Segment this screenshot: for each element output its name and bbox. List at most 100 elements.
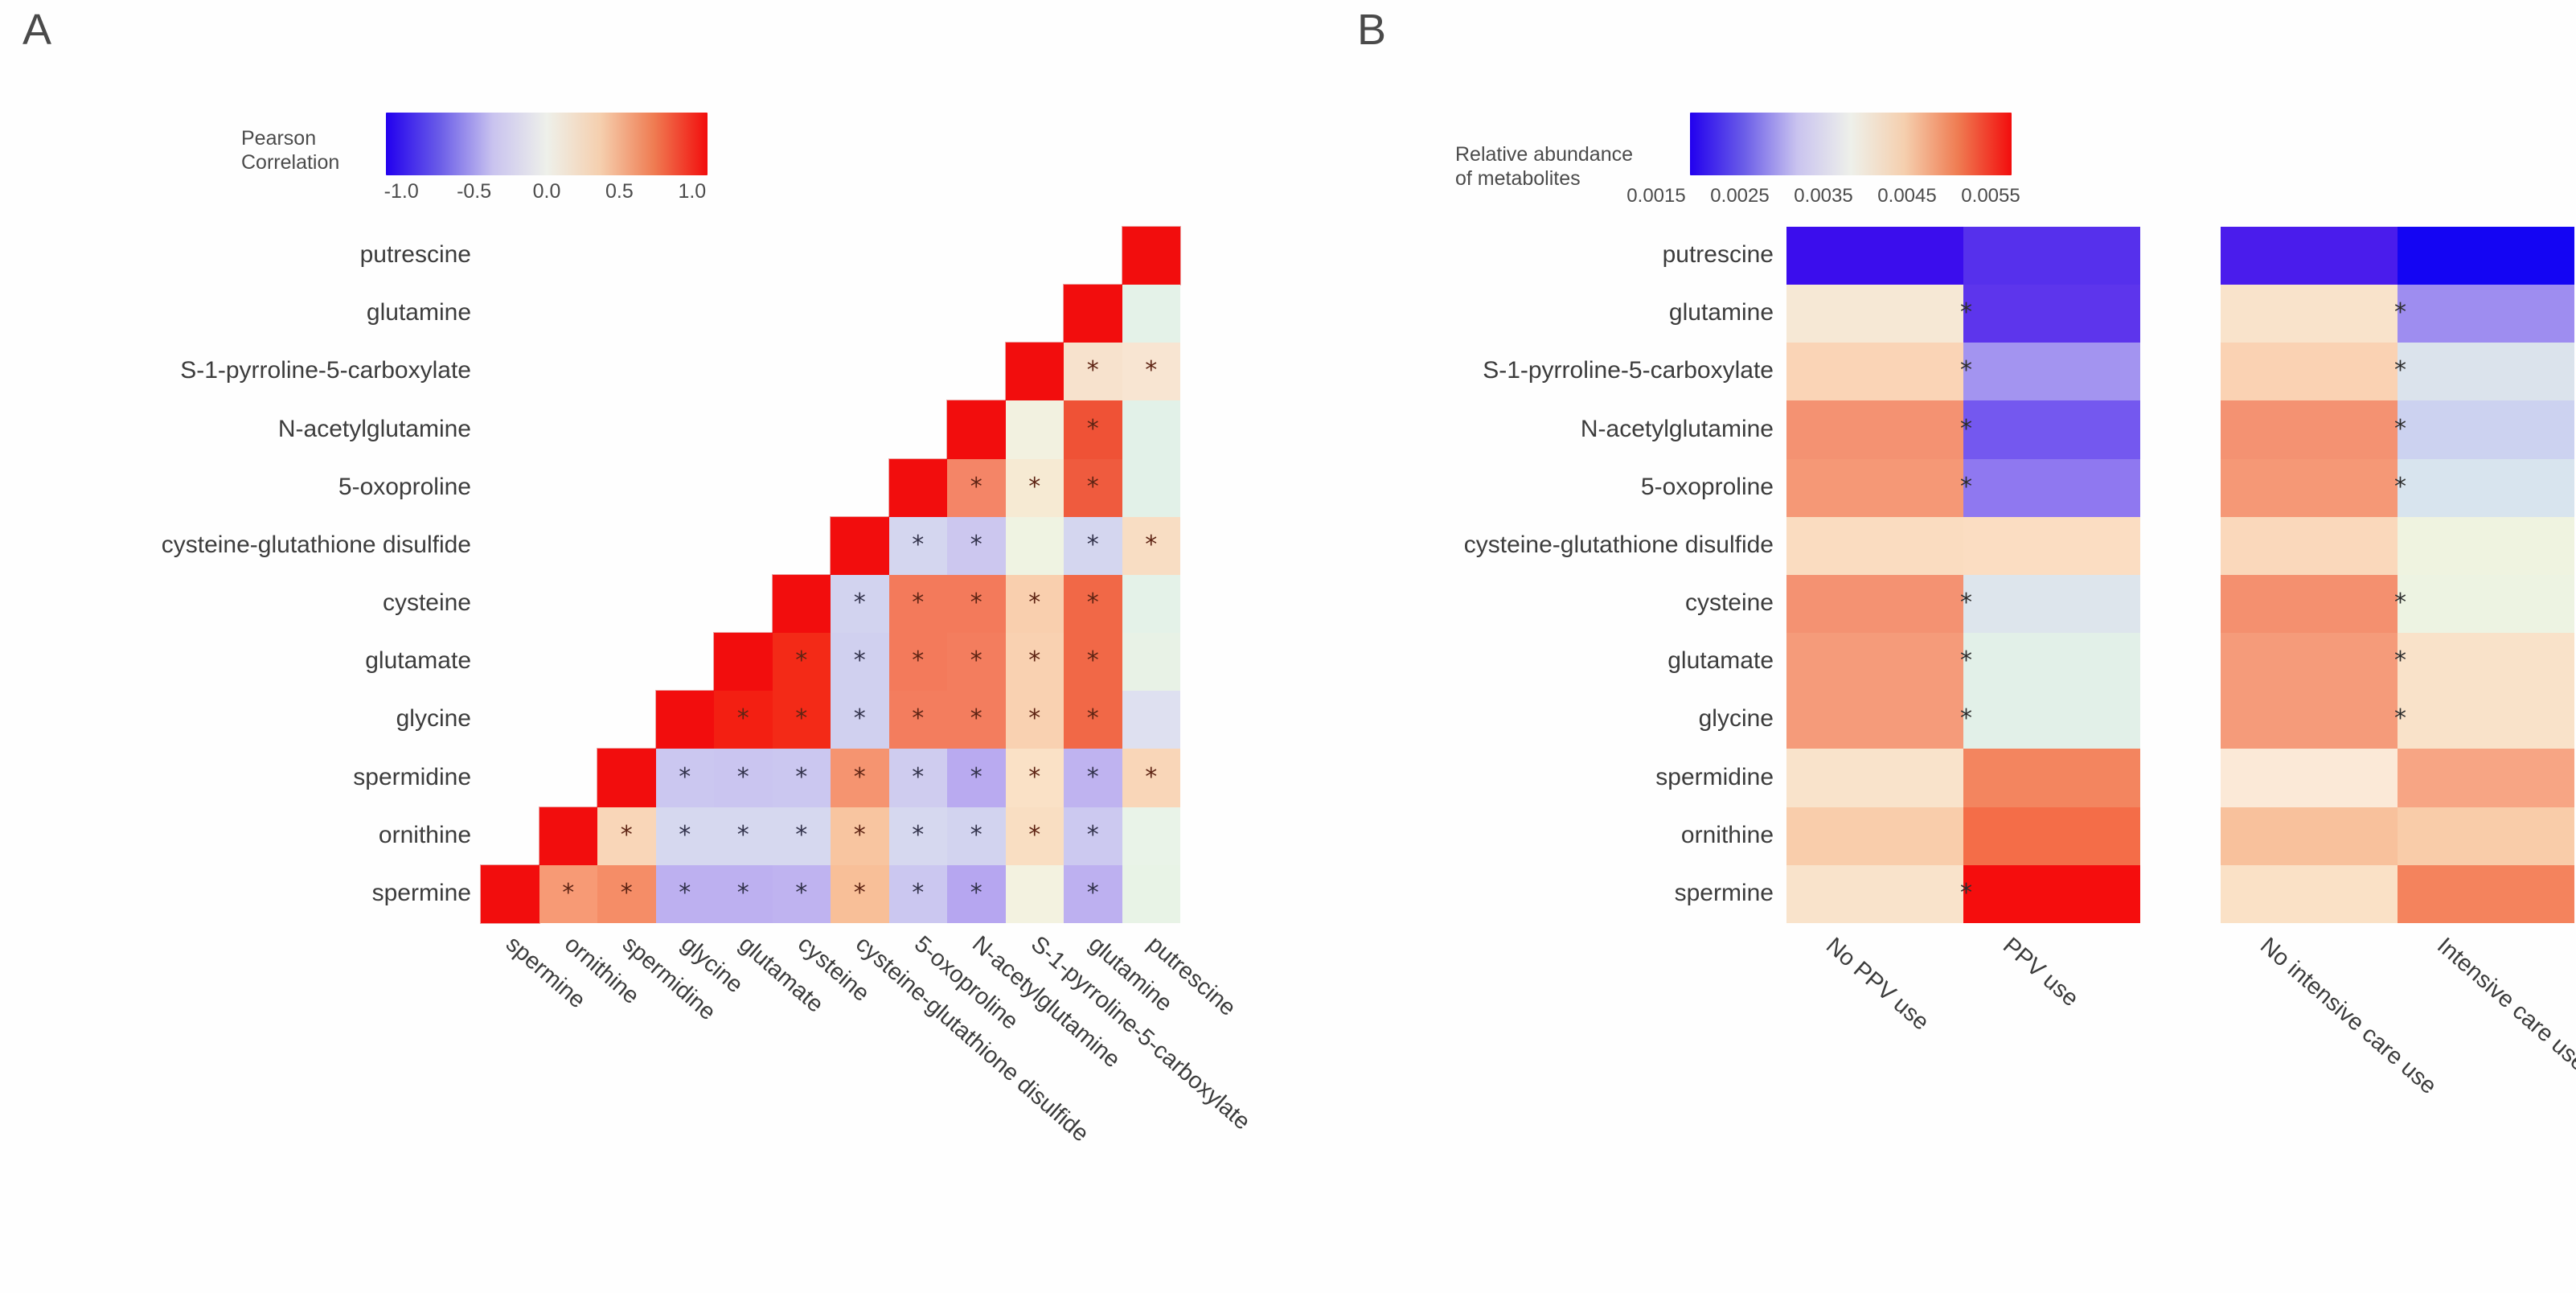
abundance-heatmap-ppv[interactable]: ******** [1786,227,2140,923]
heatmap-cell[interactable]: * [2221,458,2406,517]
matrix-cell[interactable]: * [1064,864,1122,923]
matrix-cell[interactable] [713,632,773,692]
matrix-cell[interactable]: * [655,749,714,807]
heatmap-cell[interactable] [2398,864,2574,923]
matrix-cell[interactable]: * [831,749,889,807]
heatmap-cell[interactable] [1963,574,2140,634]
matrix-cell[interactable]: * [947,574,1006,634]
matrix-cell[interactable]: * [888,633,947,692]
matrix-cell[interactable] [1004,342,1064,402]
matrix-cell[interactable] [1122,864,1180,923]
matrix-cell[interactable] [1122,458,1180,517]
heatmap-cell[interactable] [1963,343,2140,401]
matrix-cell[interactable] [1122,574,1180,634]
heatmap-cell[interactable]: * [2221,400,2406,459]
matrix-cell[interactable] [888,458,948,518]
matrix-cell[interactable]: * [1064,749,1122,807]
heatmap-cell[interactable] [2398,343,2574,401]
heatmap-cell[interactable] [1786,516,1963,575]
heatmap-cell[interactable] [2398,227,2574,285]
heatmap-cell[interactable]: * [2221,691,2406,749]
heatmap-cell[interactable] [2221,516,2398,575]
matrix-cell[interactable]: * [1005,691,1064,749]
matrix-cell[interactable] [1121,225,1181,286]
matrix-cell[interactable]: * [597,864,656,923]
heatmap-cell[interactable]: * [1786,574,1972,634]
matrix-cell[interactable] [1005,400,1064,459]
matrix-cell[interactable]: * [597,807,656,865]
heatmap-cell[interactable]: * [1786,458,1972,517]
heatmap-cell[interactable] [2398,691,2574,749]
heatmap-cell[interactable] [1963,400,2140,459]
matrix-cell[interactable]: * [1005,749,1064,807]
matrix-cell[interactable] [1122,285,1180,343]
correlation-matrix[interactable]: ****************************************… [480,225,1181,924]
matrix-cell[interactable]: * [1064,400,1122,459]
matrix-cell[interactable]: * [1005,574,1064,634]
heatmap-cell[interactable] [2398,516,2574,575]
matrix-cell[interactable]: * [1122,343,1180,401]
matrix-cell[interactable]: * [831,633,889,692]
matrix-cell[interactable] [1122,807,1180,865]
matrix-cell[interactable]: * [714,691,773,749]
abundance-heatmap-intensive-care[interactable]: ******* [2221,227,2574,923]
matrix-cell[interactable] [480,864,540,924]
matrix-cell[interactable]: * [947,807,1006,865]
matrix-cell[interactable]: * [1122,749,1180,807]
matrix-cell[interactable] [597,748,657,808]
heatmap-cell[interactable]: * [2221,285,2406,343]
matrix-cell[interactable]: * [888,864,947,923]
heatmap-cell[interactable] [2398,749,2574,807]
matrix-cell[interactable]: * [714,749,773,807]
matrix-cell[interactable]: * [947,458,1006,517]
matrix-cell[interactable]: * [772,633,831,692]
matrix-cell[interactable]: * [772,691,831,749]
matrix-cell[interactable] [538,806,598,866]
matrix-cell[interactable] [1005,516,1064,575]
heatmap-cell[interactable]: * [1786,285,1972,343]
matrix-cell[interactable]: * [539,864,597,923]
heatmap-cell[interactable] [1963,633,2140,692]
matrix-cell[interactable]: * [947,864,1006,923]
heatmap-cell[interactable] [1963,691,2140,749]
matrix-cell[interactable]: * [1005,458,1064,517]
matrix-cell[interactable]: * [831,574,889,634]
matrix-cell[interactable]: * [947,691,1006,749]
matrix-cell[interactable]: * [888,574,947,634]
heatmap-cell[interactable] [2398,807,2574,865]
matrix-cell[interactable]: * [888,749,947,807]
heatmap-cell[interactable] [2398,400,2574,459]
matrix-cell[interactable]: * [888,516,947,575]
matrix-cell[interactable]: * [1064,574,1122,634]
heatmap-cell[interactable] [2398,574,2574,634]
heatmap-cell[interactable]: * [2221,633,2406,692]
matrix-cell[interactable]: * [1005,807,1064,865]
heatmap-cell[interactable] [1786,227,1963,285]
matrix-cell[interactable]: * [1064,691,1122,749]
matrix-cell[interactable]: * [947,633,1006,692]
matrix-cell[interactable]: * [772,749,831,807]
matrix-cell[interactable]: * [714,807,773,865]
matrix-cell[interactable]: * [888,691,947,749]
heatmap-cell[interactable] [1786,749,1963,807]
heatmap-cell[interactable] [1963,458,2140,517]
matrix-cell[interactable] [1122,400,1180,459]
matrix-cell[interactable] [830,515,890,576]
heatmap-cell[interactable]: * [2221,574,2406,634]
matrix-cell[interactable]: * [714,864,773,923]
heatmap-cell[interactable]: * [1786,343,1972,401]
matrix-cell[interactable]: * [1122,516,1180,575]
matrix-cell[interactable]: * [1064,458,1122,517]
matrix-cell[interactable]: * [1064,807,1122,865]
matrix-cell[interactable]: * [1005,633,1064,692]
heatmap-cell[interactable]: * [1786,633,1972,692]
matrix-cell[interactable] [771,573,831,634]
matrix-cell[interactable]: * [1064,343,1122,401]
heatmap-cell[interactable] [2398,458,2574,517]
matrix-cell[interactable]: * [655,807,714,865]
matrix-cell[interactable] [1005,864,1064,923]
matrix-cell[interactable] [1122,691,1180,749]
matrix-cell[interactable] [654,690,715,750]
heatmap-cell[interactable]: * [1786,400,1972,459]
matrix-cell[interactable]: * [772,864,831,923]
